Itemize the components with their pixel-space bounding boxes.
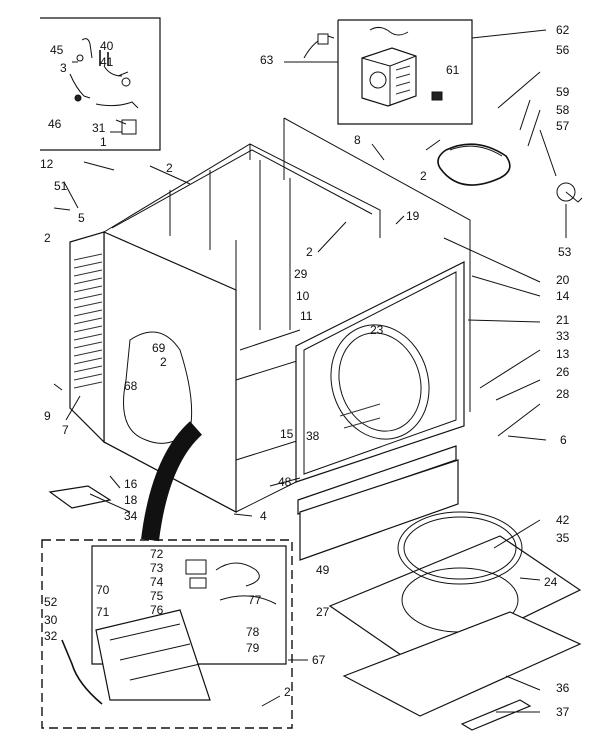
- label-20: 20: [556, 273, 570, 287]
- toe-panel: [297, 445, 459, 561]
- front-panel: [295, 261, 465, 483]
- label-69: 69: [152, 341, 166, 355]
- label-8: 8: [354, 133, 361, 147]
- label-21: 21: [556, 313, 570, 327]
- label-31: 31: [92, 121, 106, 135]
- label-16: 16: [124, 477, 138, 491]
- label-32: 32: [44, 629, 58, 643]
- label-53: 53: [558, 245, 572, 259]
- label-6: 6: [560, 433, 567, 447]
- label-48: 48: [278, 475, 292, 489]
- label-59: 59: [556, 85, 570, 99]
- part-number-labels: 45 40 41 3 46 31 1 12 2 51 5 2 62 56 63 …: [40, 23, 572, 719]
- label-23: 23: [370, 323, 384, 337]
- label-26: 26: [556, 365, 570, 379]
- label-28: 28: [556, 387, 570, 401]
- label-75: 75: [150, 589, 164, 603]
- cabinet-frame: [103, 117, 471, 513]
- inset-motor-assembly: [303, 19, 473, 125]
- inset-small-parts: [40, 17, 161, 151]
- label-19: 19: [406, 209, 420, 223]
- label-41: 41: [100, 55, 114, 69]
- label-9: 9: [44, 409, 51, 423]
- label-63: 63: [260, 53, 274, 67]
- label-2-a: 2: [166, 161, 173, 175]
- label-37: 37: [556, 705, 570, 719]
- exhaust-duct: [123, 331, 203, 542]
- label-51: 51: [54, 179, 68, 193]
- label-62: 62: [556, 23, 570, 37]
- label-2-f: 2: [284, 685, 291, 699]
- label-38: 38: [306, 429, 320, 443]
- label-35: 35: [556, 531, 570, 545]
- label-49: 49: [316, 563, 330, 577]
- label-15: 15: [280, 427, 294, 441]
- label-52: 52: [44, 595, 58, 609]
- label-74: 74: [150, 575, 164, 589]
- label-24: 24: [544, 575, 558, 589]
- label-12: 12: [40, 157, 54, 171]
- label-78: 78: [246, 625, 260, 639]
- label-34: 34: [124, 509, 138, 523]
- label-71: 71: [96, 605, 110, 619]
- leader-lines: [53, 29, 567, 713]
- label-33: 33: [556, 329, 570, 343]
- label-2-d: 2: [306, 245, 313, 259]
- label-18: 18: [124, 493, 138, 507]
- label-79: 79: [246, 641, 260, 655]
- label-57: 57: [556, 119, 570, 133]
- label-56: 56: [556, 43, 570, 57]
- label-7: 7: [62, 423, 69, 437]
- foot-pad: [48, 485, 112, 509]
- label-77: 77: [248, 593, 262, 607]
- label-73: 73: [150, 561, 164, 575]
- label-46: 46: [48, 117, 62, 131]
- label-2-b: 2: [44, 231, 51, 245]
- rear-panel: [69, 231, 105, 444]
- inset-burner-assembly: [41, 539, 293, 729]
- label-72: 72: [150, 547, 164, 561]
- label-45: 45: [50, 43, 64, 57]
- label-4: 4: [260, 509, 267, 523]
- label-5: 5: [78, 211, 85, 225]
- blower-wheel: [556, 182, 583, 203]
- label-1: 1: [100, 135, 107, 149]
- label-58: 58: [556, 103, 570, 117]
- base-assembly: [328, 511, 582, 731]
- label-68: 68: [124, 379, 138, 393]
- label-70: 70: [96, 583, 110, 597]
- label-2-c: 2: [420, 169, 427, 183]
- label-2-e: 2: [160, 355, 167, 369]
- label-11: 11: [300, 309, 313, 323]
- label-27: 27: [316, 605, 330, 619]
- label-13: 13: [556, 347, 570, 361]
- label-76: 76: [150, 603, 164, 617]
- label-10: 10: [296, 289, 310, 303]
- label-67: 67: [312, 653, 326, 667]
- label-61: 61: [446, 63, 460, 77]
- label-14: 14: [556, 289, 570, 303]
- label-30: 30: [44, 613, 58, 627]
- label-29: 29: [294, 267, 308, 281]
- label-36: 36: [556, 681, 570, 695]
- label-42: 42: [556, 513, 570, 527]
- drive-belt: [437, 143, 511, 186]
- label-3: 3: [60, 61, 67, 75]
- label-40: 40: [100, 39, 114, 53]
